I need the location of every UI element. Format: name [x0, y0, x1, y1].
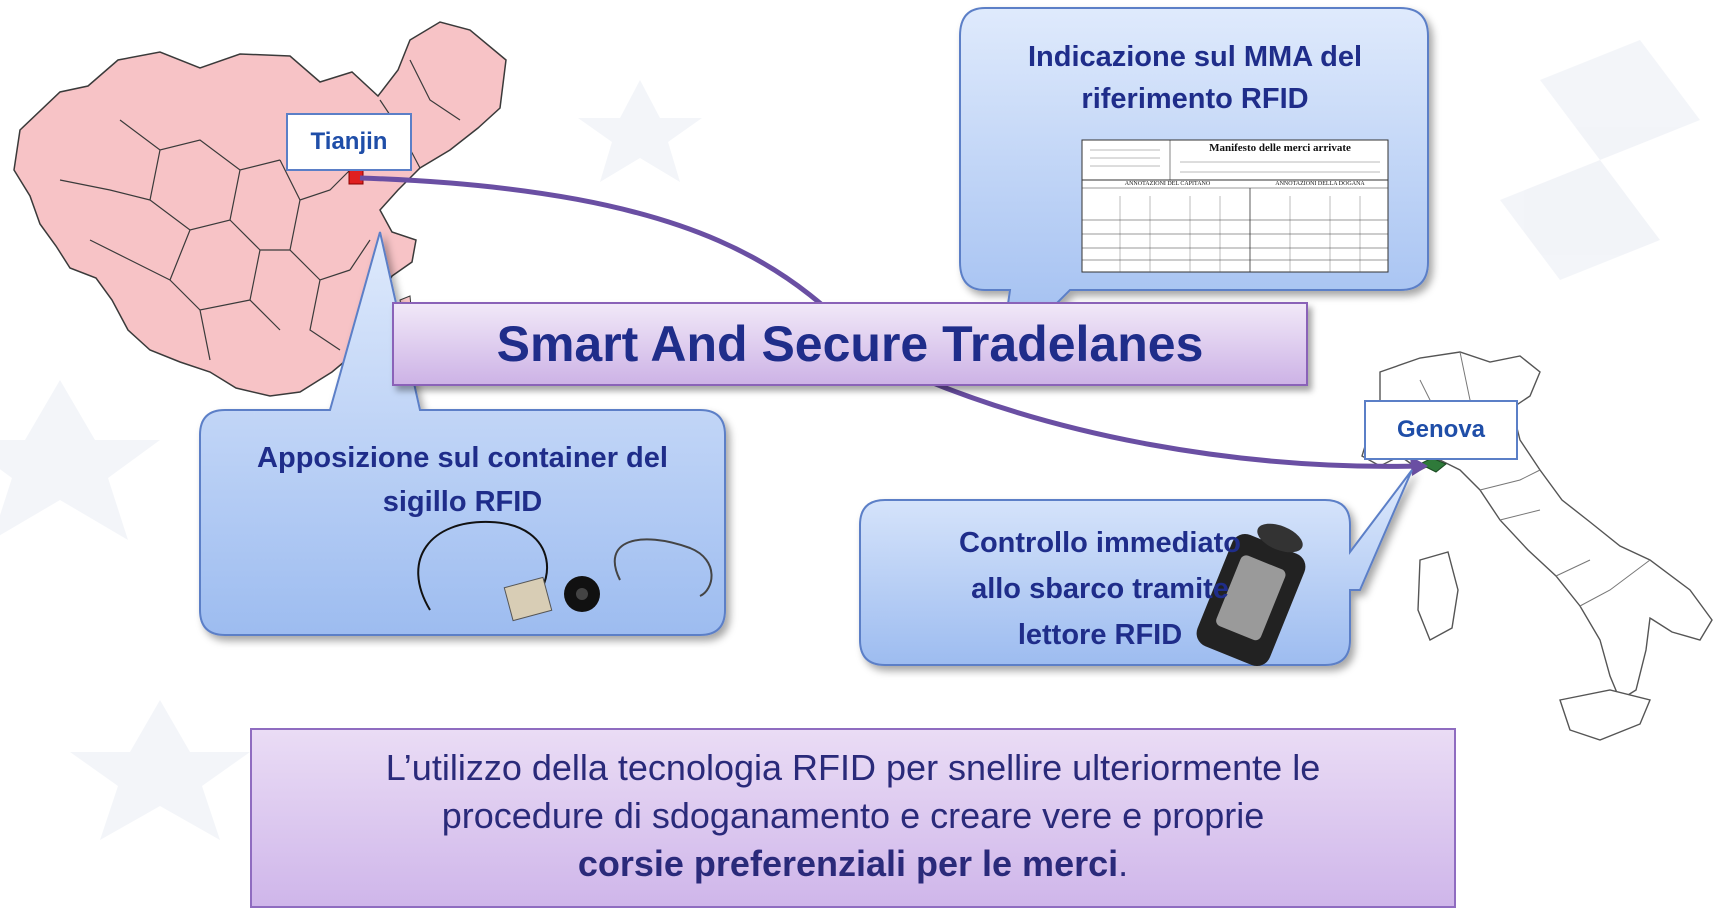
callout-mma-text: Indicazione sul MMA del riferimento RFID: [1027, 41, 1363, 115]
city-label-genova: Genova: [1364, 400, 1518, 460]
mma-section-right: ANNOTAZIONI DELLA DOGANA: [1275, 181, 1365, 187]
summary-line-1: L’utilizzo della tecnologia RFID per sne…: [385, 747, 1321, 788]
summary-period: .: [1118, 843, 1129, 884]
genova-marker: [1418, 457, 1447, 473]
china-provinces: [59, 59, 461, 361]
summary-line-2: procedure di sdoganamento e creare vere …: [441, 795, 1265, 836]
rfid-seal-illustration: [417, 520, 713, 622]
summary-emphasis: corsie preferenziali per le merci: [577, 843, 1119, 884]
title-banner: Smart And Secure Tradelanes: [392, 302, 1308, 386]
route-arrowhead: [1410, 456, 1428, 476]
title-banner-text: Smart And Secure Tradelanes: [496, 316, 1204, 372]
callout-seal-text: Apposizione sul container del sigillo RF…: [257, 442, 668, 518]
summary-line-3: corsie preferenziali per le merci.: [252, 840, 1454, 888]
city-label-tianjin: Tianjin: [286, 113, 412, 171]
watermark: [0, 40, 1700, 840]
rfid-reader-illustration: [1196, 523, 1306, 667]
summary-box: L’utilizzo della tecnologia RFID per sne…: [250, 728, 1456, 908]
callout-seal-shape: [199, 231, 726, 636]
sicily: [1559, 689, 1651, 741]
mma-document-title: Manifesto delle merci arrivate: [1209, 142, 1351, 154]
callout-control-text: Controllo immediato allo sbarco tramite …: [959, 527, 1241, 651]
sardinia: [1417, 551, 1459, 641]
mma-document-thumbnail: [1081, 139, 1389, 273]
mma-section-left: ANNOTAZIONI DEL CAPITANO: [1124, 181, 1211, 187]
